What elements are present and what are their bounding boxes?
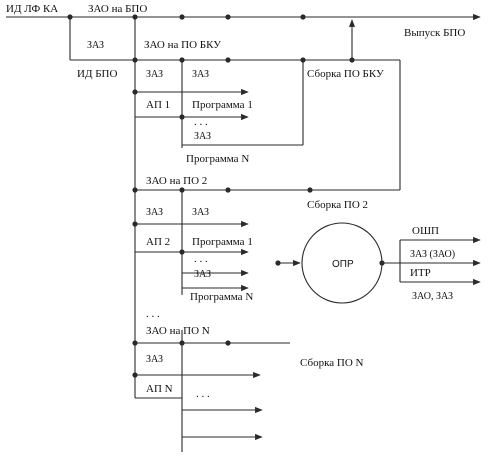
label-zaz-zao: ЗАЗ (ЗАО) [410, 249, 455, 260]
label-dots-mid: . . . [146, 308, 160, 320]
label-ap1: АП 1 [146, 99, 170, 111]
junction-dot [179, 114, 185, 120]
label-progN-1: Программа N [186, 153, 249, 165]
junction-dot [67, 14, 73, 20]
junction-dot [225, 187, 231, 193]
junction-dot [307, 187, 313, 193]
label-zao-poN: ЗАО на ПО N [146, 325, 210, 337]
label-ap2: АП 2 [146, 236, 170, 248]
label-itr: ИТР [410, 267, 431, 279]
label-sborka-po2: Сборка ПО 2 [307, 199, 368, 211]
label-zaz-Na: ЗАЗ [146, 354, 163, 365]
label-dots-N: . . . [196, 388, 210, 400]
junction-dot [179, 187, 185, 193]
junction-dot [275, 260, 281, 266]
diagram-labels: ИД ЛФ КА ЗАО на БПО ЗАЗ ЗАО на ПО БКУ Вы… [6, 3, 465, 400]
label-zaz-2c: ЗАЗ [194, 269, 211, 280]
label-zaz-1a: ЗАЗ [146, 69, 163, 80]
label-oshp: ОШП [412, 225, 439, 237]
label-zaz-1c: ЗАЗ [194, 131, 211, 142]
junction-dot [132, 14, 138, 20]
label-sborka-po-bku: Сборка ПО БКУ [307, 68, 384, 80]
junction-dot [132, 340, 138, 346]
label-zaz-top: ЗАЗ [87, 40, 104, 51]
label-zao-po-bku: ЗАО на ПО БКУ [144, 39, 221, 51]
label-input-main: ИД ЛФ КА [6, 3, 58, 15]
junction-dot [132, 57, 138, 63]
label-sborka-poN: Сборка ПО N [300, 357, 364, 369]
junction-dot [300, 14, 306, 20]
junction-dot [349, 57, 355, 63]
label-vypusk-bpo: Выпуск БПО [404, 27, 465, 39]
label-zao-zaz: ЗАО, ЗАЗ [412, 291, 453, 302]
label-zao-po2: ЗАО на ПО 2 [146, 175, 207, 187]
junction-dot [225, 340, 231, 346]
junction-dot [132, 187, 138, 193]
label-opr: ОПР [332, 259, 354, 270]
junction-dot [132, 89, 138, 95]
junction-dot [179, 249, 185, 255]
label-id-bpo: ИД БПО [77, 68, 117, 80]
label-zaz-2a: ЗАЗ [146, 207, 163, 218]
junction-dot [179, 14, 185, 20]
diagram-lines [6, 13, 481, 452]
junction-dot [179, 340, 185, 346]
junction-dot [132, 372, 138, 378]
label-zaz-1b: ЗАЗ [192, 69, 209, 80]
junction-dots [67, 14, 385, 378]
junction-dot [300, 57, 306, 63]
label-zao-bpo: ЗАО на БПО [88, 3, 147, 15]
junction-dot [379, 260, 385, 266]
label-prog1-2: Программа 1 [192, 236, 253, 248]
label-progN-2: Программа N [190, 291, 253, 303]
label-apN: АП N [146, 383, 173, 395]
junction-dot [179, 57, 185, 63]
label-dots-2: . . . [194, 253, 208, 265]
junction-dot [132, 221, 138, 227]
label-prog1-1: Программа 1 [192, 99, 253, 111]
junction-dot [225, 14, 231, 20]
junction-dot [225, 57, 231, 63]
label-dots-1: . . . [194, 116, 208, 128]
label-zaz-2b: ЗАЗ [192, 207, 209, 218]
